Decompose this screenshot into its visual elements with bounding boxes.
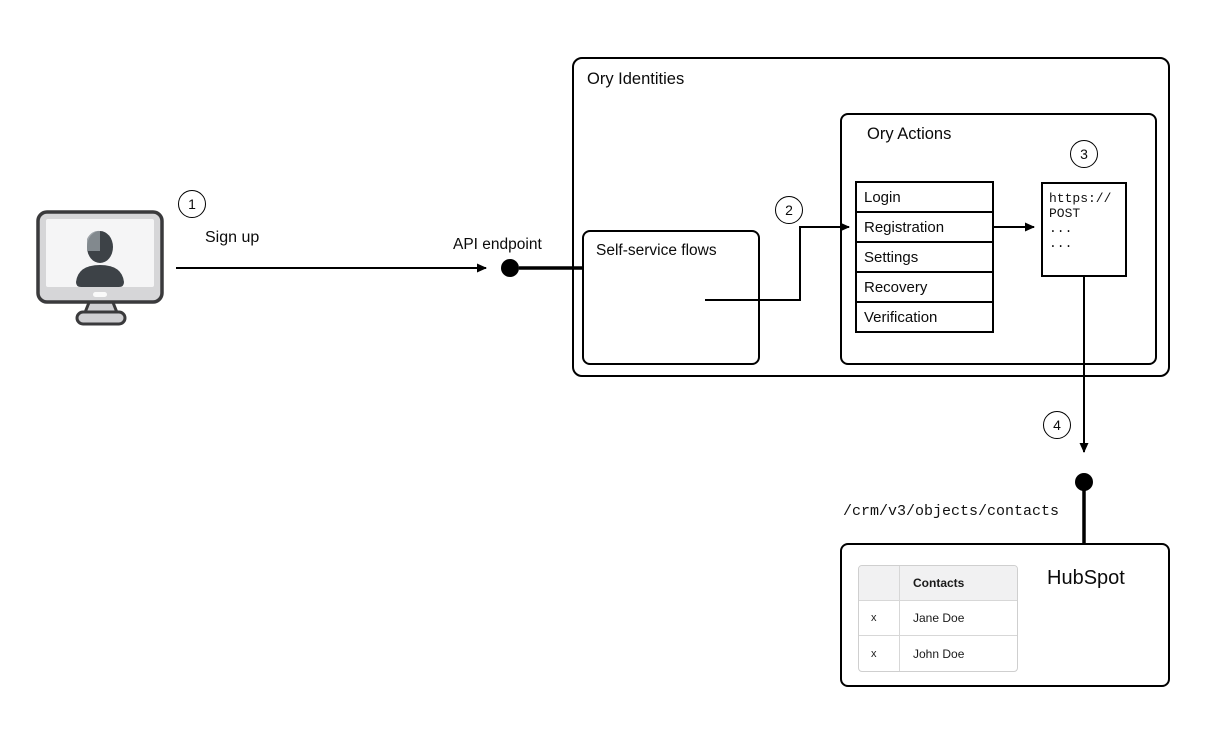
person-shoulders — [76, 265, 124, 287]
step-1-number: 1 — [188, 196, 196, 212]
sign-up-label: Sign up — [205, 229, 260, 246]
step-3-badge: 3 — [1070, 140, 1098, 168]
api-endpoint-label: API endpoint — [453, 236, 542, 253]
step-2-number: 2 — [785, 202, 793, 218]
step-2-badge: 2 — [775, 196, 803, 224]
step-4-number: 4 — [1053, 417, 1061, 433]
code-line-4: ... — [1049, 236, 1073, 251]
self-service-flows-title: Self-service flows — [596, 242, 717, 259]
flow-row-settings: Settings — [857, 243, 992, 273]
code-line-1: https:// — [1049, 191, 1112, 206]
monitor-user-icon — [36, 210, 164, 326]
crm-path-label: /crm/v3/objects/contacts — [843, 503, 1060, 520]
code-line-2: POST — [1049, 206, 1081, 221]
contact-row-name: Jane Doe — [913, 611, 965, 625]
contact-row-name: John Doe — [913, 646, 965, 661]
step-3-number: 3 — [1080, 146, 1088, 162]
flow-row-login: Login — [857, 183, 992, 213]
table-row: x Jane Doe — [859, 601, 1017, 636]
contact-row-marker: x — [859, 636, 900, 671]
table-row: x John Doe — [859, 636, 1017, 671]
contacts-table-header: Contacts — [859, 566, 1017, 601]
ory-identities-title: Ory Identities — [587, 70, 685, 88]
api-endpoint-dot — [501, 259, 519, 277]
code-line-3: ... — [1049, 221, 1073, 236]
flow-row-verification: Verification — [864, 308, 938, 326]
ory-actions-title: Ory Actions — [867, 125, 952, 143]
contacts-header-empty-cell — [859, 566, 900, 600]
monitor-stand-base — [75, 310, 127, 326]
flows-list: Login Registration Settings Recovery Ver… — [855, 181, 994, 333]
self-service-flows-box: Self-service flows — [582, 230, 760, 365]
webhook-code-box: https:// POST ... ... — [1041, 182, 1127, 277]
person-head-highlight — [87, 230, 100, 251]
hubspot-endpoint-dot — [1075, 473, 1093, 491]
monitor-button — [93, 292, 107, 297]
contacts-table: Contacts x Jane Doe x John Doe — [858, 565, 1018, 672]
hubspot-box: HubSpot Contacts x Jane Doe x John Doe — [840, 543, 1170, 687]
step-4-badge: 4 — [1043, 411, 1071, 439]
hubspot-title: HubSpot — [1047, 567, 1125, 589]
contact-row-marker: x — [859, 601, 900, 635]
contacts-header-cell: Contacts — [913, 576, 965, 590]
flow-row-recovery: Recovery — [857, 273, 992, 303]
flow-row-registration: Registration — [857, 213, 992, 243]
step-1-badge: 1 — [178, 190, 206, 218]
